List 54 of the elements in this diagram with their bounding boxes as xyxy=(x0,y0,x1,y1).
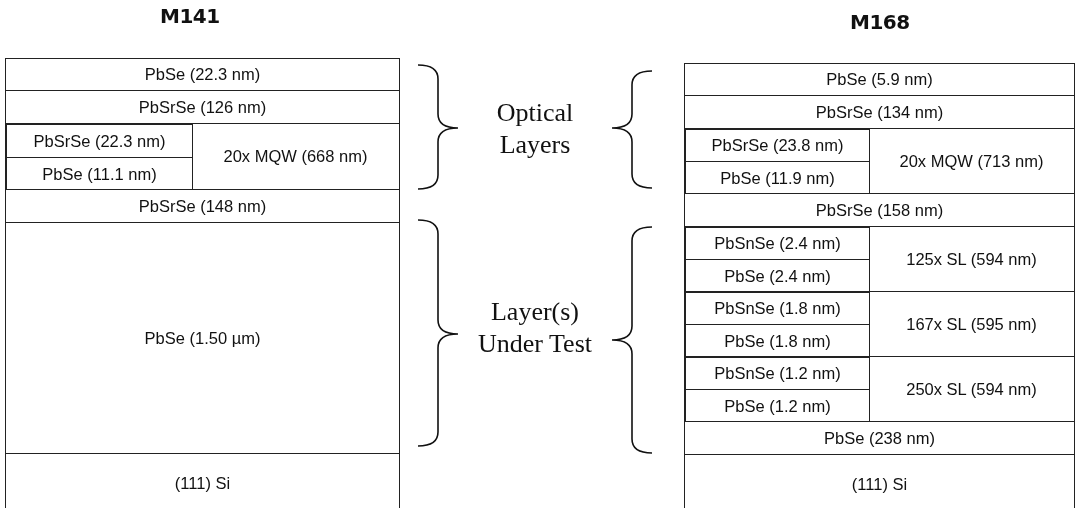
group-label: Layer(s) Under Test xyxy=(477,296,593,360)
layer-box xyxy=(685,161,870,195)
layer-box xyxy=(5,90,400,124)
layer-box xyxy=(684,193,1075,227)
group-label: Optical Layers xyxy=(495,97,575,161)
layer-label: PbSe (238 nm) xyxy=(824,428,935,448)
layer-label: 20x MQW (713 nm) xyxy=(898,150,1045,172)
sample-title: M168 xyxy=(850,10,910,34)
layer-box xyxy=(6,124,193,158)
superlattice-block xyxy=(684,226,1075,292)
layer-label: PbSrSe (22.3 nm) xyxy=(33,131,166,151)
layer-box xyxy=(684,421,1075,455)
layer-box xyxy=(685,227,870,260)
layer-label: PbSe (11.9 nm) xyxy=(720,168,835,188)
layer-label: PbSe (1.2 nm) xyxy=(724,396,831,416)
layer-box xyxy=(5,453,400,508)
layer-label: PbSe (2.4 nm) xyxy=(724,266,831,286)
superlattice-block xyxy=(5,123,400,190)
layer-label: PbSe (5.9 nm) xyxy=(826,70,933,89)
layer-box xyxy=(684,95,1075,129)
layer-label: PbSe (22.3 nm) xyxy=(144,65,261,84)
superlattice-block xyxy=(684,356,1075,422)
layer-label: PbSnSe (1.2 nm) xyxy=(714,364,841,383)
layer-label: PbSe (1.50 µm) xyxy=(144,328,261,348)
layer-label: PbSrSe (158 nm) xyxy=(815,200,944,220)
layer-box xyxy=(685,324,870,358)
layer-label: (111) Si xyxy=(174,473,231,493)
layer-label: PbSe (11.1 nm) xyxy=(42,164,157,184)
sample-title: M141 xyxy=(160,4,220,28)
layer-box xyxy=(684,454,1075,508)
layer-label: PbSe (1.8 nm) xyxy=(724,331,831,351)
layer-label: PbSrSe (148 nm) xyxy=(138,196,267,216)
layer-label: PbSnSe (2.4 nm) xyxy=(714,234,841,253)
layer-box xyxy=(5,58,400,91)
layer-label: PbSnSe (1.8 nm) xyxy=(714,299,841,318)
layer-label: (111) Si xyxy=(851,474,908,494)
layer-box xyxy=(685,357,870,390)
layer-box xyxy=(5,222,400,454)
superlattice-block xyxy=(684,291,1075,357)
layer-label: 250x SL (594 nm) xyxy=(905,378,1038,400)
layer-box xyxy=(5,189,400,223)
layer-label: 125x SL (594 nm) xyxy=(905,248,1038,270)
layer-box xyxy=(685,259,870,293)
layer-box xyxy=(684,63,1075,96)
layer-box xyxy=(685,292,870,325)
layer-box xyxy=(685,129,870,162)
layer-box xyxy=(685,389,870,423)
layer-label: 20x MQW (668 nm) xyxy=(222,146,369,167)
layer-label: PbSrSe (126 nm) xyxy=(138,97,267,117)
layer-box xyxy=(6,157,193,191)
superlattice-block xyxy=(684,128,1075,194)
layer-label: 167x SL (595 nm) xyxy=(905,313,1038,335)
layer-label: PbSrSe (134 nm) xyxy=(815,102,944,122)
layer-label: PbSrSe (23.8 nm) xyxy=(711,136,844,155)
